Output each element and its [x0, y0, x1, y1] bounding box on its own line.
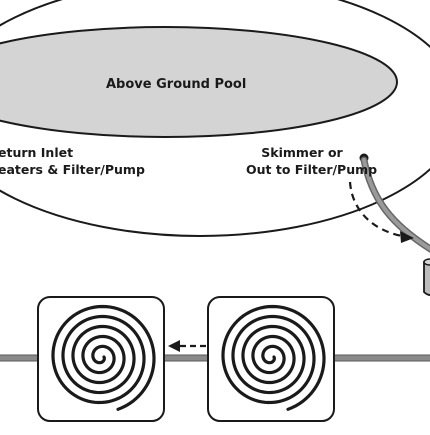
return-label-line-1: eturn Inlet: [0, 145, 74, 160]
pool-water-surface: [0, 26, 398, 138]
flow-arrowhead-right: [400, 231, 414, 243]
return-label-inlet-word: Inlet: [40, 145, 74, 160]
return-label-line-2: eaters & Filter/Pump: [0, 162, 145, 177]
flow-arrowhead-left: [168, 340, 180, 352]
skimmer-label-line-2: Out to Filter/Pump: [246, 162, 378, 177]
filter-pump-unit: [423, 261, 430, 296]
flow-arrow-to-filter: [348, 181, 403, 238]
return-inlet-label: eturn Inlet eaters & Filter/Pump: [0, 144, 145, 178]
skimmer-label: Skimmer or Out to Filter/Pump: [246, 144, 378, 178]
skimmer-label-line-1: Skimmer or: [261, 145, 343, 160]
spiral-coil-1: [51, 304, 156, 411]
pool-title: Above Ground Pool: [106, 77, 247, 92]
spiral-coil-2: [221, 304, 326, 411]
